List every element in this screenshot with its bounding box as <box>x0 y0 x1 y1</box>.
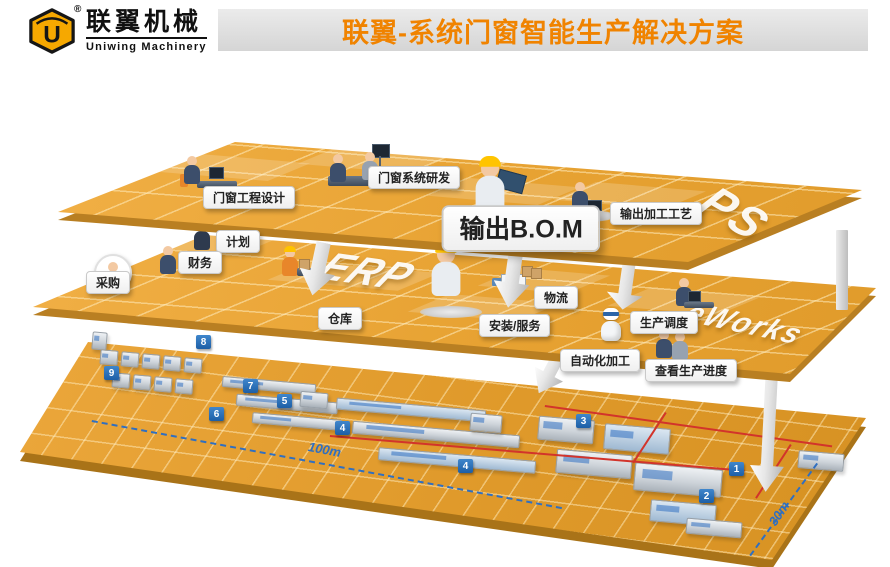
machine-badge: 5 <box>277 394 292 408</box>
station-label-purchase: 采购 <box>86 271 131 294</box>
registered-mark: ® <box>74 4 82 15</box>
machine-badge: 4 <box>335 421 350 435</box>
machine <box>299 390 329 410</box>
logo-emblem-icon: U <box>29 8 75 54</box>
finance-figure <box>160 246 176 274</box>
machine-badge: 2 <box>699 489 714 503</box>
machine <box>153 376 173 393</box>
hardhat-icon <box>284 246 296 252</box>
station-label-finance: 财务 <box>178 251 223 274</box>
machine-badge: 8 <box>196 335 211 349</box>
machine-badge: 9 <box>104 366 119 380</box>
robot-figure <box>600 308 622 342</box>
progress-viewer-figure <box>656 330 672 358</box>
title-banner: 联翼-系统门窗智能生产解决方案 <box>218 9 868 51</box>
station-label-auto-machining: 自动化加工 <box>560 349 641 372</box>
isometric-scene: 100m 30m 8 9 7 5 6 4 4 3 1 2 ERP eWorks <box>0 62 890 567</box>
machine <box>91 331 108 351</box>
monitor-icon <box>209 167 224 179</box>
machine-badge: 1 <box>729 462 744 476</box>
warehouse-worker-figure <box>282 246 298 276</box>
machine-badge: 3 <box>576 414 591 428</box>
station-label-bom: 输出B.O.M <box>441 205 601 252</box>
brand-name-cn: 联翼机械 <box>86 8 207 39</box>
monitor-icon <box>688 291 701 302</box>
machine <box>469 412 503 434</box>
station-label-rnd: 门窗系统研发 <box>368 166 461 189</box>
header: U ® 联翼机械 Uniwing Machinery 联翼-系统门窗智能生产解决… <box>0 0 890 62</box>
dispatch-desk <box>684 302 714 308</box>
page-title: 联翼-系统门窗智能生产解决方案 <box>342 17 744 48</box>
station-label-plan: 计划 <box>216 230 261 253</box>
machine <box>120 351 140 368</box>
meeting-table <box>328 176 388 186</box>
presentation-screen-icon <box>372 144 390 158</box>
station-label-install: 安装/服务 <box>479 314 551 337</box>
station-label-logistics: 物流 <box>534 286 579 309</box>
logo-monogram: U <box>43 21 61 48</box>
station-label-view-progress: 查看生产进度 <box>645 359 738 382</box>
platform-pad <box>420 306 482 318</box>
machine <box>99 349 119 366</box>
station-label-warehouse: 仓库 <box>318 307 363 330</box>
designer-figure <box>184 156 200 184</box>
hardhat-icon <box>479 156 501 167</box>
machine <box>183 357 203 374</box>
station-label-design: 门窗工程设计 <box>203 186 296 209</box>
crate-icon <box>531 268 542 279</box>
bom-worker-figure <box>475 156 505 210</box>
machine <box>132 374 152 391</box>
machine <box>174 378 194 395</box>
machine <box>141 353 161 370</box>
machine <box>162 355 182 372</box>
machine-badge: 4 <box>458 459 473 473</box>
station-label-process: 输出加工工艺 <box>610 202 703 225</box>
machine-badge: 7 <box>243 379 258 393</box>
machine-badge: 6 <box>209 407 224 421</box>
brand-text: 联翼机械 Uniwing Machinery <box>86 8 207 53</box>
station-label-dispatch: 生产调度 <box>630 311 699 334</box>
rnd-engineer-figure <box>330 154 346 182</box>
progress-viewer-figure <box>672 332 688 360</box>
brand-name-en: Uniwing Machinery <box>86 41 207 53</box>
design-desk <box>197 181 237 188</box>
installer-figure <box>431 242 461 296</box>
support-pillar <box>836 230 848 310</box>
